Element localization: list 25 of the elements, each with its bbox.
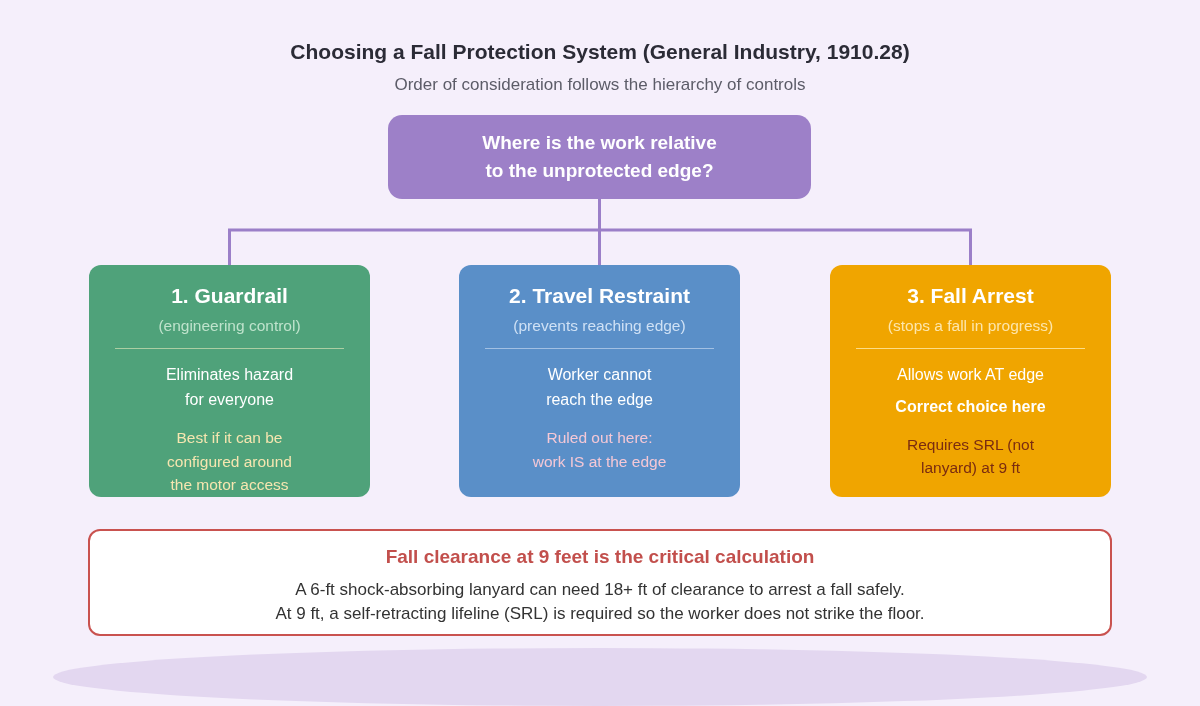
option-card [89,265,370,497]
card-title: 1. Guardrail [171,283,288,309]
note-title: Fall clearance at 9 feet is the critical calculation [385,545,815,569]
card-title: 2. Travel Restraint [509,283,690,309]
note-text: At 9 ft, a self-retracting lifeline (SRL) is required so the worker does not strike the floor. [275,603,925,625]
card-text: Correct choice here [895,396,1046,417]
card-note: Ruled out here: work IS at the edge [531,428,668,472]
card-note: Requires SRL (not lanyard) at 9 ft [906,435,1035,478]
card-text: Allows work AT edge [897,365,1044,385]
note-box [88,529,1112,636]
card-text: Worker cannot reach the edge [545,365,654,410]
card-subtitle: (prevents reaching edge) [513,316,686,336]
option-card [830,265,1111,497]
card-subtitle: (stops a fall in progress) [887,316,1054,336]
connector-line [598,199,972,265]
card-note: Best if it can be configured around the motor access [166,428,293,495]
card-title: 3. Fall Arrest [907,283,1034,309]
option-card [459,265,740,497]
card-text: Eliminates hazard for everyone [164,365,295,410]
question-box [388,115,811,199]
question-text: Where is the work relative to the unprotected edge? [481,131,718,183]
subtitle: Order of consideration follows the hierarchy of controls [394,74,806,96]
card-subtitle: (engineering control) [158,316,301,336]
note-text: A 6-ft shock-absorbing lanyard can need 18+ ft of clearance to arrest a fall safely. [295,579,905,601]
title: Choosing a Fall Protection System (General Industry, 1910.28) [290,39,910,65]
